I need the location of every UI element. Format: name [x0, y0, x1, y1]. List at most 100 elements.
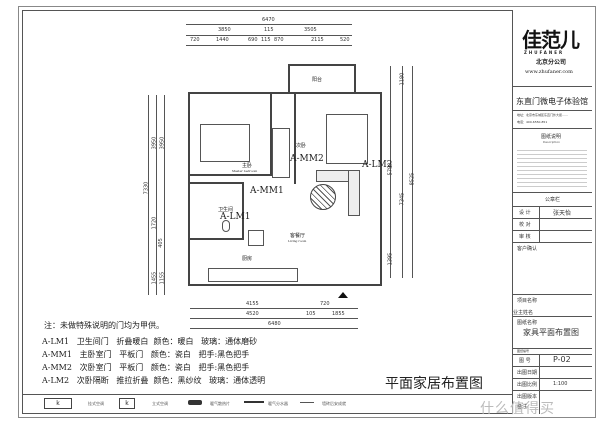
tb-address: 地址：北京市东城区东直门外大街…… — [517, 113, 569, 117]
dim-left-mid-0: 3950 — [151, 136, 158, 150]
master-bed — [200, 124, 250, 162]
dim-left-mid-3: 1455 — [151, 271, 158, 285]
brand-logo: 佳范儿 — [522, 28, 580, 52]
left-dimensions: 7330 3950 1720 1455 3950 405 1155 — [143, 95, 174, 295]
dim-bottom-detail-0: 4155 — [246, 301, 259, 307]
dim-top-detail-1: 1440 — [216, 37, 229, 43]
note-type: 推拉折叠 — [116, 376, 149, 385]
bathroom-label: 卫生间 — [218, 207, 234, 213]
notes-header: 注：未做特殊说明的门均为甲供。 — [44, 321, 164, 330]
dim-top-detail-2: 690 — [248, 37, 258, 43]
note-spec2: 把手:黑色把手 — [198, 350, 250, 359]
tb-date-label: 出图日期 — [517, 370, 538, 376]
dim-top-detail-5: 2115 — [311, 37, 324, 43]
closet — [272, 128, 290, 178]
dim-top-mid-2: 3505 — [304, 27, 317, 33]
tb-client-name-label: 业主姓名 — [513, 310, 534, 316]
bottom-dimensions: 4155 720 4520 105 1855 6480 — [190, 300, 358, 330]
legend-wall-ac-icon: k — [44, 398, 72, 409]
kitchen-label: 厨房 — [242, 256, 253, 262]
dim-right-total: 8525 — [409, 172, 416, 186]
note-code: A-MM2 — [42, 363, 72, 372]
note-spec2: 玻璃：通体磨砂 — [201, 337, 258, 346]
toilet — [222, 220, 230, 232]
dim-top-detail-4: 870 — [274, 37, 284, 43]
dim-left-total: 7330 — [143, 181, 150, 195]
door-tag-lm2: A-LM2 — [362, 160, 393, 170]
brand-url: www.zhufaner.com — [525, 69, 573, 75]
dim-bottom-mid-1: 105 — [306, 311, 316, 317]
sofa-side — [348, 170, 360, 216]
legend-line-label: 墙砖后安成就 — [322, 401, 346, 406]
legend-floor-ac-label: 立式空调 — [152, 401, 168, 406]
legend-line-icon — [300, 402, 314, 403]
master-bedroom-label: 主卧 — [242, 163, 253, 169]
master-bedroom — [190, 94, 272, 176]
note-name: 次卧隔断 — [76, 376, 109, 385]
living-room-en: Living room — [288, 239, 307, 243]
tb-drawing-name: 家具平面布置图 — [523, 328, 579, 337]
door-tag-mm1: A-MM1 — [250, 186, 284, 196]
tb-company-seal: 公章栏 — [545, 197, 561, 203]
tb-drawing-no-label: 图纸编号 — [517, 349, 530, 353]
branch-name: 北京分公司 — [536, 59, 567, 66]
dim-top-detail-0: 720 — [190, 37, 200, 43]
legend-wall-ac-label: 挂式空调 — [88, 401, 104, 406]
tb-notes-title: 图纸说明 — [541, 134, 562, 140]
legend: k 挂式空调 k 立式空调 暖气散热片 暖气分水器 墙砖后安成就 — [22, 394, 512, 414]
master-bedroom-en: Master bedroom — [232, 169, 258, 173]
living-room-label: 客餐厅 — [290, 233, 306, 239]
legend-radiator-label: 暖气散热片 — [210, 401, 230, 406]
note-name: 次卧室门 — [79, 363, 112, 372]
dim-top-detail-6: 520 — [340, 37, 350, 43]
tb-designer-value: 张天怡 — [553, 210, 572, 217]
tb-notes-sub: Description — [543, 140, 561, 144]
note-row-2: A-MM2 次卧室门 平板门 颜色：瓷白 把手:黑色把手 — [42, 362, 249, 373]
tb-phone: 电话：400-6550-851 — [517, 120, 548, 124]
tb-sheet-label: 图 号 — [519, 358, 531, 364]
note-type: 平板门 — [119, 350, 144, 359]
dim-top-total: 6470 — [262, 17, 275, 23]
tb-reviewer-label: 审 核 — [519, 234, 531, 240]
note-row-3: A-LM2 次卧隔断 推拉折叠 颜色：黑纱纹 玻璃：通体透明 — [42, 375, 265, 386]
note-code: A-LM1 — [42, 337, 70, 346]
dim-bottom-detail-3: 720 — [320, 301, 330, 307]
right-dimensions: 1180 5790 1395 7345 8525 — [387, 66, 418, 278]
tb-client-sign: 客户确认 — [517, 246, 538, 252]
dim-left-detail-2: 405 — [157, 238, 164, 248]
dim-bottom-mid-0: 4520 — [246, 311, 259, 317]
top-dimensions: 6470 3850 115 3505 720 1440 690 115 870 … — [186, 16, 352, 46]
legend-floor-ac-icon: k — [119, 398, 135, 409]
dim-left-detail-0: 3950 — [159, 136, 166, 150]
title-block: 地址：北京市东城区东直门外大街…… 电话：400-6550-851 图纸说明 D… — [512, 10, 592, 414]
tb-drawing-name-label: 图纸名称 — [517, 320, 538, 326]
dim-left-mid-1: 1720 — [151, 216, 158, 230]
tb-scale-label: 出图比例 — [517, 382, 538, 388]
tb-remark-label: 备注 — [517, 404, 528, 410]
dim-top-mid-0: 3850 — [218, 27, 231, 33]
tb-project-label: 项目名称 — [517, 298, 538, 304]
note-row-0: A-LM1 卫生间门 折叠暖白 颜色：暖白 玻璃：通体磨砂 — [42, 336, 257, 347]
tb-designer-label: 设 计 — [519, 210, 531, 216]
bathroom — [190, 182, 244, 240]
tb-scale-value: 1:100 — [553, 381, 568, 387]
legend-pipe-label: 暖气分水器 — [268, 401, 288, 406]
project-name: 东直门微电子体验馆 — [516, 97, 588, 106]
note-row-1: A-MM1 主卧室门 平板门 颜色：瓷白 把手:黑色把手 — [42, 349, 249, 360]
second-bed — [326, 114, 368, 164]
note-spec2: 玻璃：通体透明 — [209, 376, 266, 385]
kitchen-counter — [208, 268, 298, 282]
dim-bottom-mid-2: 1855 — [332, 311, 345, 317]
note-spec2: 把手:黑色把手 — [198, 363, 250, 372]
note-spec1: 颜色：暖白 — [153, 337, 194, 346]
note-name: 主卧室门 — [79, 350, 112, 359]
note-type: 平板门 — [119, 363, 144, 372]
tb-notes-body — [517, 147, 587, 187]
tb-checker-label: 校 对 — [519, 222, 531, 228]
dim-right-detail-1: 1180 — [399, 72, 406, 86]
tb-version-label: 出图版本 — [517, 394, 538, 400]
note-spec1: 颜色：瓷白 — [150, 363, 191, 372]
second-bedroom — [294, 94, 382, 184]
tb-sheet-no: P-02 — [553, 355, 571, 364]
dim-left-detail-4: 1155 — [159, 271, 166, 285]
